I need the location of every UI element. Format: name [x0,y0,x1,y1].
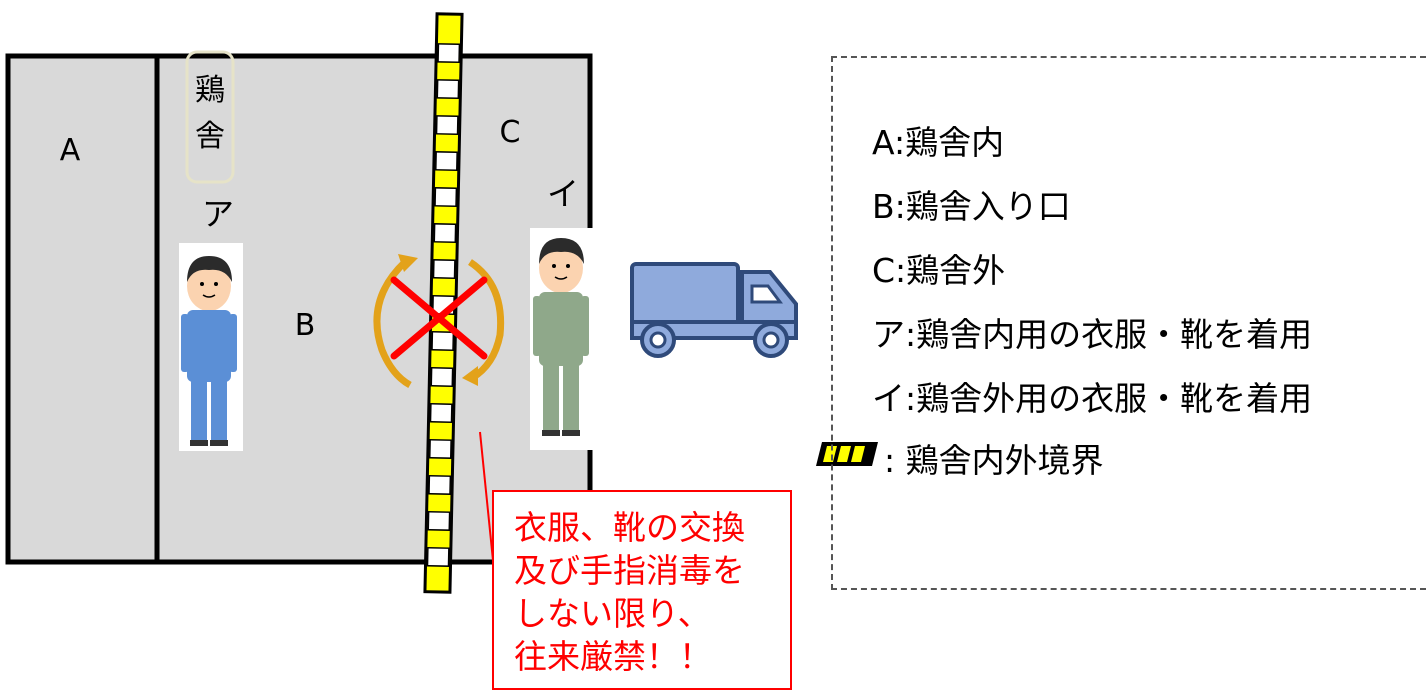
person-i-label: イ [547,175,579,213]
boundary-stripe [436,79,460,100]
exchange-arrows-icon [373,259,505,389]
person-a-label: ア [202,195,234,233]
boundary-stripe [433,223,457,244]
legend-boundary-label: : 鶏舎内外境界 [884,441,1104,480]
coop-label-char-2: 舎 [195,119,225,154]
truck-icon [630,262,798,358]
coop-building [5,53,593,565]
boundary-stripe [435,151,458,172]
warning-note-line-4: 往来厳禁！！ [514,637,712,676]
warning-note: 衣服、靴の交換 及び手指消毒を しない限り、 往来厳禁！！ [492,490,792,690]
worker-outside-icon [530,228,596,450]
boundary-stripe [437,43,461,64]
legend-item-c: C:鶏舎外 [872,251,1006,290]
boundary-stripe [431,331,455,351]
boundary-stripe [432,259,456,280]
coop-label-char-1: 鶏 [195,73,225,108]
boundary-stripe [429,403,453,423]
boundary-stripe [426,546,450,567]
coop-label-frame [185,50,235,184]
zone-a-label: A [60,133,81,168]
zone-b-label: B [295,308,316,343]
boundary-stripe [427,510,451,531]
zone-c-label: C [500,115,521,150]
warning-note-line-3: しない限り、 [514,594,711,633]
boundary-stripe [430,367,454,387]
boundary-stripe [435,115,459,136]
boundary-bar [423,12,464,594]
prohibited-x-icon [390,276,488,360]
arrow-heads [398,254,478,386]
boundary-stripe [428,438,452,459]
legend-item-b: B:鶏舎入り口 [872,187,1071,226]
legend-panel [831,56,1426,590]
boundary-stripe [428,474,452,495]
legend-item-a: A:鶏舎内 [872,123,1005,162]
boundary-stripe [434,187,458,208]
warning-note-line-1: 衣服、靴の交換 [514,508,745,547]
warning-note-line-2: 及び手指消毒を [514,551,745,590]
legend-item-person-i: イ:鶏舎外用の衣服・靴を着用 [872,379,1313,418]
worker-inside-icon [179,243,243,451]
legend-item-person-a: ア:鶏舎内用の衣服・靴を着用 [872,315,1313,354]
